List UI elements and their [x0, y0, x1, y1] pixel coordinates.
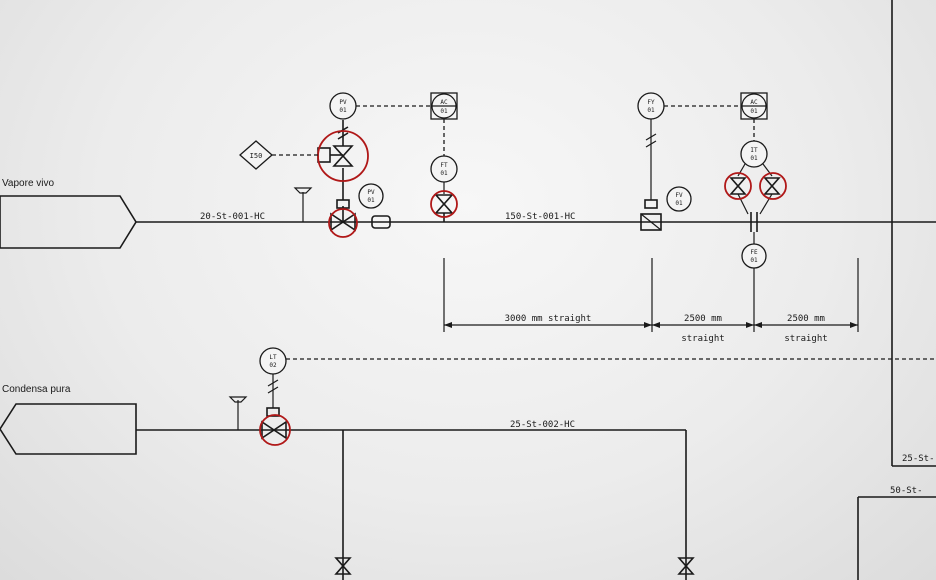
instrument-it01 [740, 140, 768, 168]
fy01-num: 01 [647, 107, 655, 114]
fy01-tick-b [645, 140, 657, 148]
instrument-pv01 [329, 92, 357, 120]
condensate-arrow [0, 403, 137, 455]
steam-main-line-label: 150-St-001-HC [505, 212, 575, 222]
fv01-tag: FV [675, 192, 683, 199]
control-valve-pv [330, 168, 356, 232]
highlight-three-way-valve [317, 130, 369, 182]
dimension-1-label: 3000 mm straight [505, 314, 592, 324]
interlock-diamond-label: I50 [250, 152, 263, 160]
pv01-num: 01 [339, 107, 347, 114]
ac01b-tag: AC [750, 99, 758, 106]
ac01b-num: 01 [750, 108, 758, 115]
steam-inlet-label: Vapore vivo [2, 178, 55, 189]
ft01-tag: FT [440, 162, 448, 169]
py01-num: 01 [367, 197, 375, 204]
fv01-num: 01 [675, 200, 683, 207]
fe01-tag: FE [750, 249, 758, 256]
impulse-valve-left [729, 177, 749, 215]
instrument-fe01 [741, 243, 767, 269]
dimension-2-sub: straight [681, 334, 724, 344]
condensate-control-valve [261, 407, 287, 440]
highlight-impulse-left [724, 172, 752, 200]
controller-ac01-b [740, 92, 768, 120]
pv01-tag: PV [339, 99, 347, 106]
condensate-line-label: 25-St-002-HC [510, 420, 575, 430]
ft01-num: 01 [440, 170, 448, 177]
bottom-valve-mid [334, 557, 352, 575]
impulse-valve-right [759, 177, 781, 215]
right-line-a-label: 25-St- [902, 454, 935, 464]
bottom-valve-right [677, 557, 695, 575]
controller-ac01-a [430, 92, 458, 120]
three-way-valve [317, 120, 354, 167]
dimension-lines [443, 258, 859, 332]
highlight-condensate-valve [259, 414, 291, 446]
dimension-3-label: 2500 mm [787, 314, 825, 324]
lt02-tick-b [267, 386, 279, 394]
ac01a-num: 01 [440, 108, 448, 115]
instrument-py01 [358, 183, 384, 209]
instrument-ft01 [430, 155, 458, 183]
inline-strainer [371, 215, 391, 229]
it01-tag: IT [750, 147, 758, 154]
condensate-vent-cap [228, 396, 248, 403]
instrument-lt02 [259, 347, 287, 375]
right-line-b-label: 50-St- [890, 486, 923, 496]
highlight-pv-valve [328, 208, 358, 238]
flow-valve-fv [640, 199, 662, 231]
highlight-ft-valve [430, 190, 458, 218]
fy01-tick-a [645, 133, 657, 141]
condensate-label: Condensa pura [2, 384, 71, 395]
dimension-2-label: 2500 mm [684, 314, 722, 324]
block-valve-ft [434, 194, 454, 222]
lt02-tag: LT [269, 354, 277, 361]
ac01a-tag: AC [440, 99, 448, 106]
py01-tag: PV [367, 189, 375, 196]
fy01-tag: FY [647, 99, 655, 106]
instrument-fv01 [666, 186, 692, 212]
dimension-3-sub: straight [784, 334, 827, 344]
steam-inlet-arrow [0, 195, 137, 249]
lt02-tick-a [267, 379, 279, 387]
steam-inlet-line-label: 20-St-001-HC [200, 212, 265, 222]
it01-num: 01 [750, 155, 758, 162]
instrument-fy01 [637, 92, 665, 120]
fe01-num: 01 [750, 257, 758, 264]
lt02-num: 02 [269, 362, 277, 369]
vent-cap [293, 187, 313, 194]
highlight-impulse-right [759, 172, 787, 200]
it01-leg-l [737, 163, 746, 177]
